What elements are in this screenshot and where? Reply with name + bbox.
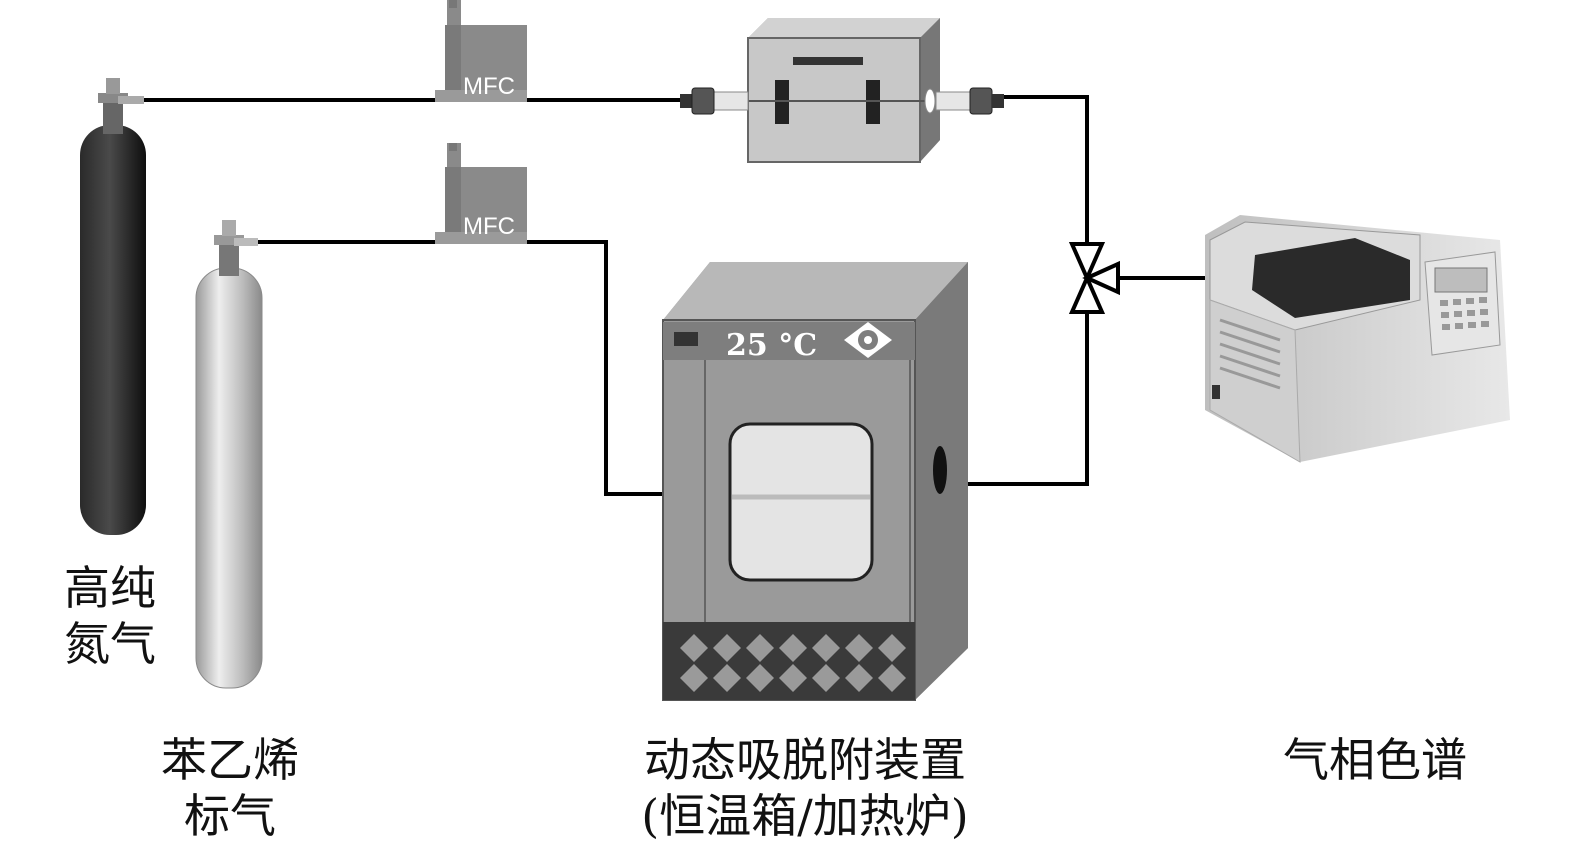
label-apparatus-line2: (恒温箱/加热炉): [641, 789, 969, 843]
label-nitrogen-line2: 氮气: [64, 617, 156, 671]
tube-furnace: [680, 18, 1004, 163]
label-styrene-line2: 标气: [184, 789, 276, 843]
mfc-bottom: MFC: [435, 143, 527, 244]
label-styrene: 苯乙烯 标气: [140, 732, 320, 844]
label-styrene-line1: 苯乙烯: [161, 733, 299, 787]
oven-base-pattern: [680, 634, 906, 692]
mfc-top-label: MFC: [463, 73, 515, 100]
label-apparatus: 动态吸脱附装置 (恒温箱/加热炉): [600, 732, 1010, 844]
pipe-oven-to-valve: [945, 308, 1089, 486]
oven-base: [663, 622, 915, 700]
pipe-tube-to-valve: [995, 95, 1089, 247]
gc-keypad: [1424, 251, 1501, 356]
oven-control-knob-icon: [844, 322, 892, 358]
tube-fitting-left: [680, 87, 715, 115]
label-apparatus-line1: 动态吸脱附装置: [644, 733, 966, 787]
nitrogen-cylinder: [80, 78, 146, 535]
tube-fitting-right: [969, 87, 1004, 115]
gc-vent-grille: [1219, 318, 1281, 390]
label-nitrogen-line1: 高纯: [64, 561, 156, 615]
pipe-mfc-to-oven: [525, 240, 665, 496]
oven-temperature: 25 °C: [726, 328, 817, 363]
label-gc: 气相色谱: [1250, 732, 1500, 788]
mfc-bottom-label: MFC: [463, 213, 515, 240]
mfc-top: MFC: [435, 0, 527, 102]
connection-lines: [142, 95, 1208, 496]
three-way-valve: [1068, 242, 1120, 314]
label-nitrogen: 高纯 氮气: [50, 560, 170, 672]
styrene-cylinder: [195, 220, 263, 689]
gas-chromatograph: [1205, 215, 1510, 463]
label-gc-line1: 气相色谱: [1283, 733, 1467, 787]
oven: 25 °C: [662, 262, 968, 701]
